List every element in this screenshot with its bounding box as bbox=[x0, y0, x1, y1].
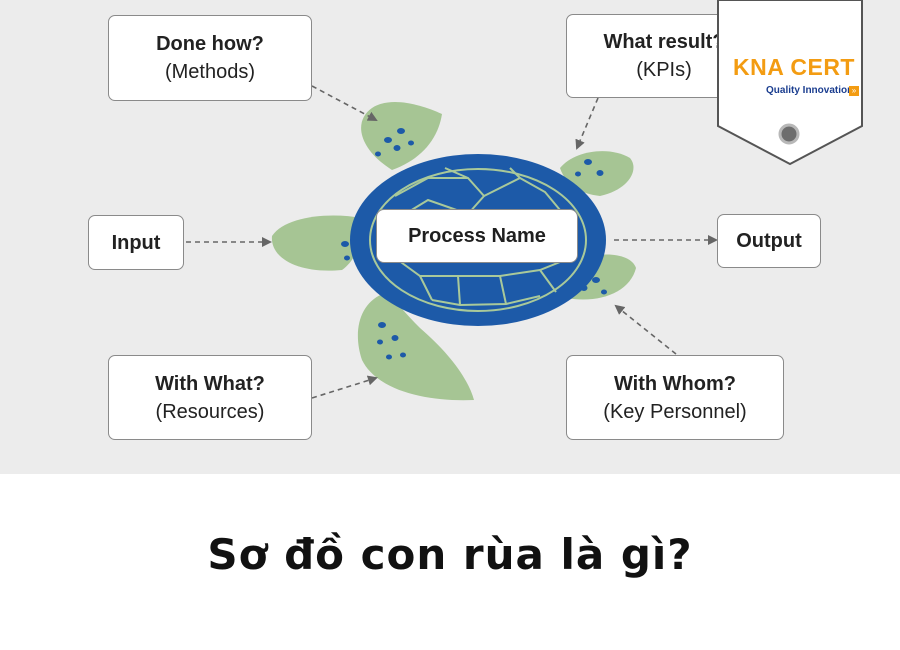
connector-resources bbox=[311, 375, 378, 399]
personnel-subtitle: (Key Personnel) bbox=[603, 400, 747, 423]
left-hind-flipper bbox=[271, 215, 363, 271]
resources-box: With What? (Resources) bbox=[108, 355, 312, 440]
resources-subtitle: (Resources) bbox=[155, 400, 265, 423]
process-name-label: Process Name bbox=[376, 209, 578, 263]
rear-left-flipper bbox=[357, 292, 474, 401]
turtle-diagram bbox=[186, 85, 718, 401]
flipper-spots bbox=[341, 128, 607, 360]
connector-methods bbox=[311, 85, 378, 121]
personnel-box: With Whom? (Key Personnel) bbox=[566, 355, 784, 440]
connector-kpis bbox=[575, 97, 599, 150]
badge-shape bbox=[717, 0, 863, 166]
front-left-flipper bbox=[361, 101, 442, 170]
double-chevron-right-icon: » bbox=[849, 86, 859, 96]
kpis-subtitle: (KPIs) bbox=[636, 59, 692, 81]
output-box: Output bbox=[717, 214, 821, 268]
methods-subtitle: (Methods) bbox=[164, 61, 256, 83]
methods-title: Done how? bbox=[156, 33, 264, 55]
output-label: Output bbox=[736, 230, 802, 252]
resources-title: With What? bbox=[155, 372, 265, 395]
connectors bbox=[186, 85, 718, 399]
brand-badge: KNA CERT Quality Innovation » bbox=[714, 0, 866, 166]
personnel-title: With Whom? bbox=[613, 372, 736, 395]
input-label: Input bbox=[111, 231, 161, 254]
brand-tagline: Quality Innovation bbox=[766, 85, 854, 96]
brand-logo-text: KNA CERT bbox=[733, 54, 855, 80]
connector-personnel bbox=[614, 304, 677, 355]
page-caption: Sơ đồ con rùa là gì? bbox=[207, 530, 693, 579]
kpis-title: What result? bbox=[603, 31, 725, 53]
methods-box: Done how? (Methods) bbox=[108, 15, 312, 101]
input-box: Input bbox=[88, 215, 184, 270]
